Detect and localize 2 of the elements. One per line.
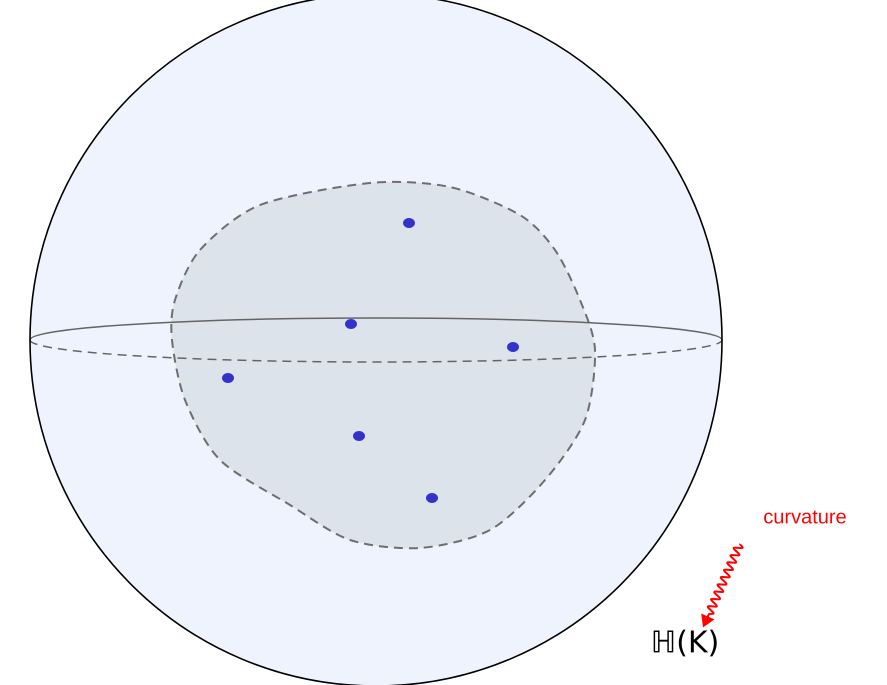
formula-text: ℍ(K) xyxy=(654,630,717,656)
annotation-text: curvature xyxy=(764,510,846,524)
